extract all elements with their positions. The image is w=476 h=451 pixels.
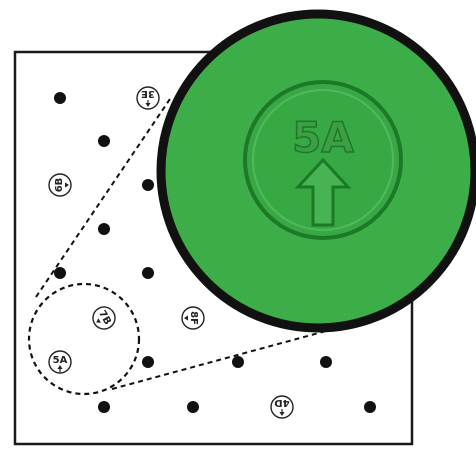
marker-label: 6B [54,178,65,193]
grid-dot [142,267,154,279]
marker-6b: 6B [49,174,71,196]
grid-dot [98,223,110,235]
marker-4d: 4D [271,396,293,418]
grid-dot [364,401,376,413]
marker-label: 5A [53,355,68,366]
marker-5a: 5A [49,351,71,373]
grid-dot [142,179,154,191]
grid-dot [54,92,66,104]
marker-8f: 8F [182,307,204,329]
grid-dot [98,135,110,147]
embossed-marker: 5A [245,82,401,238]
marker-label: 8F [188,311,199,325]
marker-label: 3E [141,88,155,99]
grid-dot [232,356,244,368]
marker-label: 4D [274,397,289,408]
grid-dot [98,401,110,413]
grid-dot [54,267,66,279]
grid-dot [320,356,332,368]
magnified-label: 5A [292,113,354,162]
grid-dot [187,401,199,413]
grid-dot [142,356,154,368]
marker-3e: 3E [137,87,159,109]
